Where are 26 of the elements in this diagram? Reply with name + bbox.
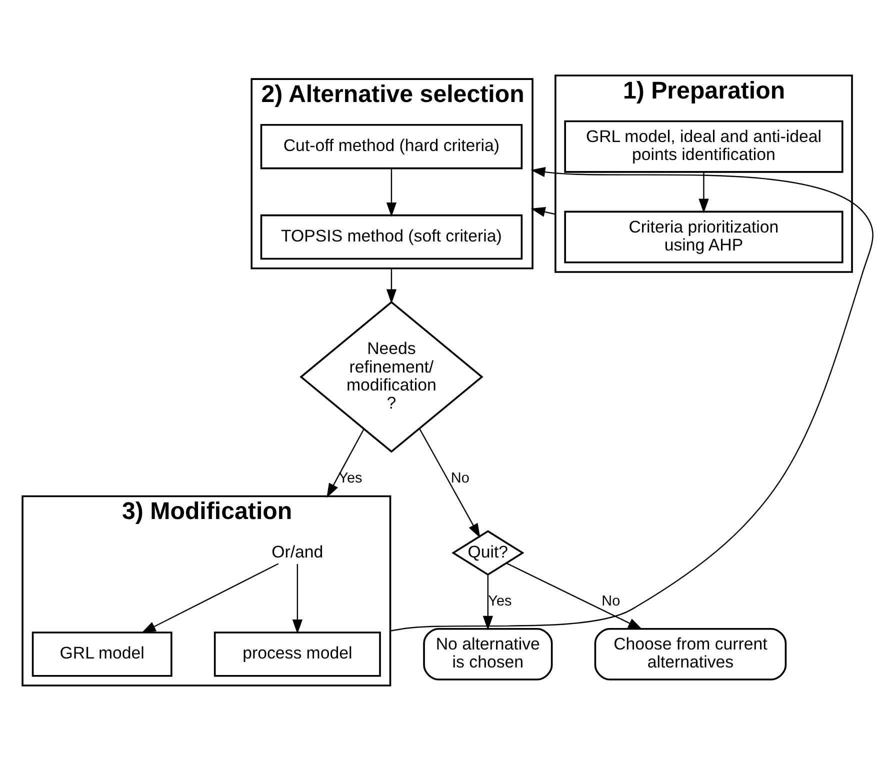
edge-label: Yes (488, 592, 512, 609)
node-box: process model (214, 631, 381, 676)
edge-label: No (602, 592, 620, 609)
node-diamond: Quit? (452, 530, 524, 576)
arrow (419, 428, 480, 538)
arrow (530, 206, 556, 216)
arrow (141, 562, 279, 633)
arrow (506, 562, 643, 630)
arrow (698, 172, 709, 213)
edge-label: No (450, 470, 470, 486)
arrow (292, 563, 302, 634)
node-box: Choose from current alternatives (594, 627, 787, 680)
node-box: TOPSIS method (soft criteria) (260, 214, 523, 260)
arrow (386, 168, 397, 216)
node-box: No alternative is chosen (423, 627, 553, 680)
node-box: Criteria prioritization using AHP (564, 210, 844, 263)
arrow (326, 428, 364, 498)
node-box: Cut-off method (hard criteria) (260, 124, 523, 169)
arrow (390, 166, 874, 631)
node-box: GRL model (32, 631, 172, 676)
arrow (386, 268, 397, 304)
edge-label: Yes (338, 470, 362, 486)
arrow (482, 574, 493, 630)
node-box: GRL model, ideal and anti-ideal points identification (564, 120, 844, 172)
node-text: Or/and (272, 542, 324, 561)
node-diamond: Needs refinement/ modification ? (300, 300, 484, 452)
